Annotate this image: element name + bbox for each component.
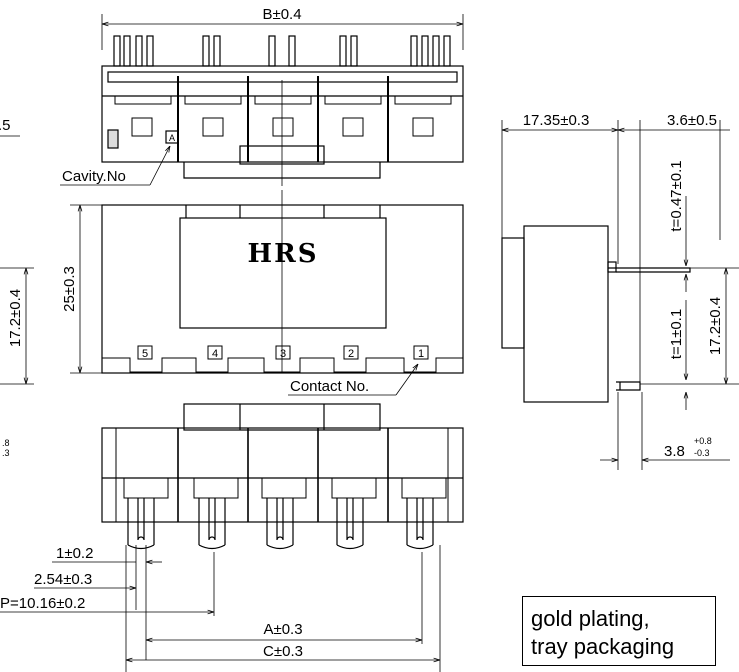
left-partial-dim: .5 xyxy=(0,117,11,134)
contact-number-3: 3 xyxy=(280,348,286,360)
top-view: B±0.4 A Cavity.No .5 xyxy=(0,6,464,186)
dim-bottom-base: 3.8 xyxy=(664,443,685,460)
contact-number-5: 5 xyxy=(142,348,148,360)
hrs-logo: HRS xyxy=(248,239,319,269)
front-view: HRS 5 4 3 2 1 25±0.3 17.2±0.4 Contact No… xyxy=(0,190,464,458)
dim-tail: 3.6±0.5 xyxy=(667,112,717,129)
specification-note: gold plating, tray packaging xyxy=(522,596,716,666)
dim-thickness-pin: t=1±0.1 xyxy=(668,309,685,359)
width-dim: B±0.4 xyxy=(262,6,301,23)
bottom-view: 1±0.2 2.54±0.3 P=10.16±0.2 A±0.3 C±0.3 xyxy=(0,403,464,672)
dim-a: A±0.3 xyxy=(263,621,302,638)
dim-bottom-plus: +0.8 xyxy=(694,436,712,446)
note-line-2: tray packaging xyxy=(531,634,675,659)
dim-c: C±0.3 xyxy=(263,643,303,660)
contact-number-2: 2 xyxy=(348,348,354,360)
contact-label: Contact No. xyxy=(290,378,369,395)
dim-pin-width: 1±0.2 xyxy=(56,545,93,562)
contact-number-1: 1 xyxy=(418,348,424,360)
left-height-dim: 17.2±0.4 xyxy=(7,289,24,347)
dim-bottom-minus: -0.3 xyxy=(694,448,710,458)
contact-number-4: 4 xyxy=(212,348,218,360)
cavity-label: Cavity.No xyxy=(62,168,126,185)
front-height-dim: 25±0.3 xyxy=(61,266,78,312)
dim-thickness-top: t=0.47±0.1 xyxy=(668,160,685,231)
note-line-1: gold plating, xyxy=(531,606,650,631)
left-partial-tol-plus: .8 xyxy=(2,438,10,448)
dim-side-height: 17.2±0.4 xyxy=(707,297,724,355)
cavity-marker: A xyxy=(169,133,175,143)
dim-pin-offset: 2.54±0.3 xyxy=(34,571,92,588)
dim-depth: 17.35±0.3 xyxy=(523,112,590,129)
left-partial-tol-minus: .3 xyxy=(2,448,10,458)
dim-pitch: P=10.16±0.2 xyxy=(0,595,85,612)
side-view: 17.35±0.3 3.6±0.5 t=0.47±0.1 t=1±0.1 17.… xyxy=(501,112,739,470)
